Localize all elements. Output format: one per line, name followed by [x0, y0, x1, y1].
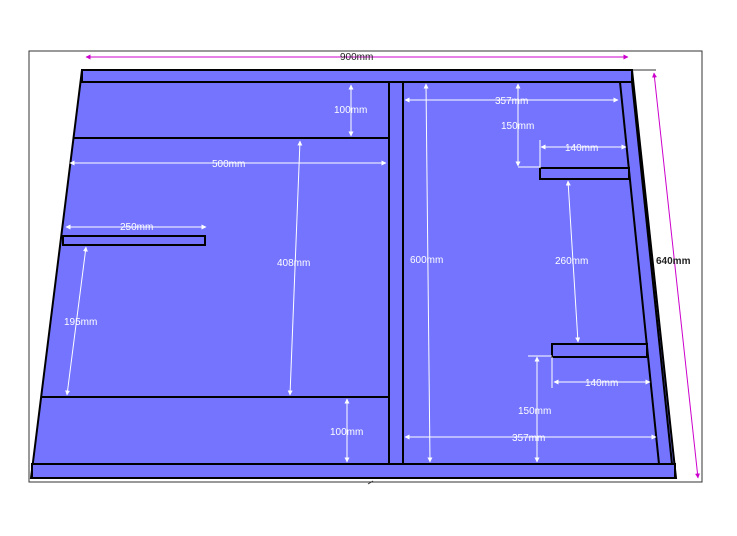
dim-left-width-label: 500mm [212, 159, 245, 170]
dim-left-opening-label: 408mm [277, 258, 310, 269]
dim-upper-shelf-offset-label: 150mm [501, 121, 534, 132]
stray-mark [367, 480, 374, 485]
dim-right-top-label: 357mm [495, 96, 528, 107]
center-divider [388, 81, 404, 465]
lower-right-shelf [551, 343, 648, 358]
dim-left-opening-line [287, 140, 303, 396]
drawing-frame [28, 50, 703, 483]
overall-height-line [652, 72, 700, 479]
overall-height-label: 640mm [656, 256, 691, 267]
dim-left-shelf-offset-line [65, 246, 88, 396]
dim-divider-label: 600mm [410, 255, 443, 266]
upper-right-shelf [539, 167, 630, 180]
cabinet-body [29, 69, 678, 479]
dim-left-shelf-offset-label: 195mm [64, 317, 97, 328]
dim-shelf-spacing-line [565, 180, 581, 343]
overall-width-label: 900mm [340, 52, 373, 63]
dim-top-rail-label: 100mm [334, 105, 367, 116]
dim-divider-line [423, 83, 433, 463]
dim-right-bottom-label: 357mm [512, 433, 545, 444]
dim-lower-shelf-offset-label: 150mm [518, 406, 551, 417]
dim-upper-shelf-label: 140mm [565, 143, 598, 154]
dim-lower-shelf-label: 140mm [585, 378, 618, 389]
bottom-rail [31, 463, 676, 479]
dim-left-shelf-label: 250mm [120, 222, 153, 233]
dim-shelf-spacing-label: 260mm [555, 256, 588, 267]
left-shelf [62, 235, 206, 246]
dim-bottom-rail-label: 100mm [330, 427, 363, 438]
top-rail [81, 69, 633, 83]
